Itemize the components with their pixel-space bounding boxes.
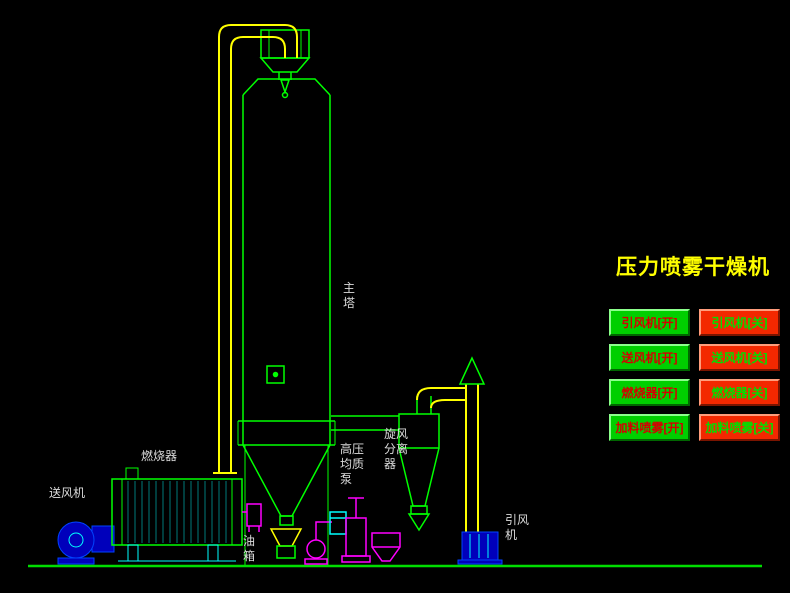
oil-tank — [242, 503, 262, 532]
button-burner-off[interactable]: 燃烧器[关] — [699, 379, 780, 406]
button-feed-spray-on[interactable]: 加料喷雾[开] — [609, 414, 690, 441]
page-title: 压力喷雾干燥机 — [616, 256, 770, 279]
tower-access-door — [266, 365, 285, 384]
label-cyclone: 旋风分离器 — [384, 427, 409, 471]
button-feed-spray-off[interactable]: 加料喷雾[关] — [699, 414, 780, 441]
feed-pump — [304, 521, 332, 565]
homogenizer-pump — [341, 497, 371, 563]
hot-air-duct — [213, 24, 298, 474]
button-induced-fan-off[interactable]: 引风机[关] — [699, 309, 780, 336]
supply-fan — [57, 521, 115, 565]
label-homogenizer-pump: 高压均质泵 — [340, 442, 365, 486]
feed-tank — [329, 511, 347, 535]
discharge-hopper — [269, 528, 303, 559]
button-supply-fan-off[interactable]: 送风机[关] — [699, 344, 780, 371]
feed-hopper — [371, 532, 401, 562]
label-supply-fan: 送风机 — [49, 486, 86, 500]
burner — [111, 467, 243, 562]
label-induced-fan: 引风机 — [505, 513, 530, 542]
exhaust-stack — [416, 356, 486, 532]
induced-fan — [457, 531, 503, 565]
button-burner-on[interactable]: 燃烧器[开] — [609, 379, 690, 406]
main-tower — [237, 78, 336, 565]
button-supply-fan-on[interactable]: 送风机[开] — [609, 344, 690, 371]
label-burner: 燃烧器 — [141, 449, 178, 463]
label-main-tower: 主塔 — [343, 281, 356, 310]
label-oil-tank: 油箱 — [243, 534, 256, 563]
tower-cyclone-duct — [331, 415, 399, 431]
tower-top-assembly — [259, 29, 311, 99]
button-induced-fan-on[interactable]: 引风机[开] — [609, 309, 690, 336]
